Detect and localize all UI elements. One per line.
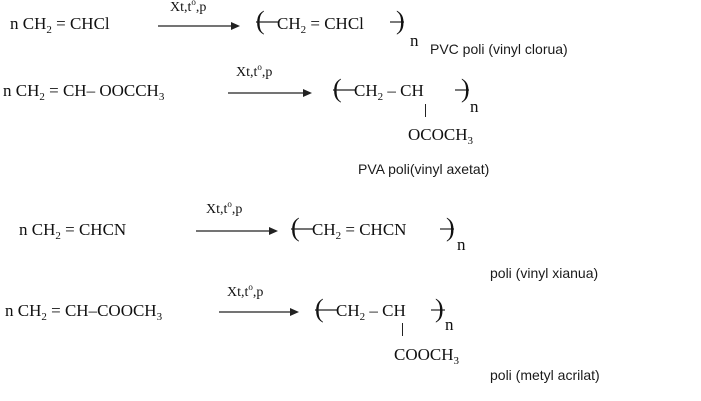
- polymer-name-metyl-acrilat: poli (metyl acrilat): [490, 367, 600, 383]
- reaction-condition: Xt,to,p: [227, 282, 264, 300]
- reactant-vinyl-acetate: n CH2 = CH– OOCCH3: [3, 81, 165, 103]
- degree-n-subscript: n: [445, 315, 454, 334]
- reactant-acrylonitrile: n CH2 = CHCN: [19, 220, 127, 242]
- bond-line-right: [440, 228, 454, 230]
- close-bracket: ): [461, 74, 470, 103]
- close-bracket: ): [396, 6, 405, 35]
- open-bracket: (: [256, 6, 265, 35]
- degree-n-subscript: n: [457, 235, 466, 254]
- product-vinyl-acetate: CH2 – CH: [354, 81, 424, 103]
- bond-line-right: [390, 21, 404, 23]
- reaction-arrow: [228, 89, 312, 97]
- substituent-bond: [425, 104, 426, 117]
- reactant-methyl-acrylate: n CH2 = CH–COOCH3: [5, 301, 163, 323]
- polymer-name-vinyl-xianua: poli (vinyl xianua): [490, 265, 599, 281]
- substituent-bond: [402, 323, 403, 336]
- open-bracket: (: [315, 294, 324, 323]
- close-bracket: ): [446, 213, 455, 242]
- degree-n-subscript: n: [410, 31, 419, 50]
- product-vinyl-chloride: CH2 = CHCl: [277, 14, 364, 36]
- open-bracket: (: [291, 213, 300, 242]
- reaction-arrow: [196, 227, 278, 235]
- bond-line-right: [431, 309, 445, 311]
- bond-line-left: [315, 309, 337, 311]
- reaction-condition: Xt,to,p: [236, 62, 273, 80]
- reaction-condition: Xt,to,p: [170, 0, 207, 15]
- bond-line-left: [256, 21, 278, 23]
- reactant-vinyl-chloride: n CH2 = CHCl: [10, 14, 110, 36]
- reaction-condition: Xt,to,p: [206, 199, 243, 217]
- close-bracket: ): [435, 294, 444, 323]
- product-methyl-acrylate: CH2 – CH: [336, 301, 406, 323]
- degree-n-subscript: n: [470, 97, 479, 116]
- open-bracket: (: [333, 74, 342, 103]
- polymer-name-pvc: PVC poli (vinyl clorua): [430, 41, 568, 57]
- product-acrylonitrile: CH2 = CHCN: [312, 220, 407, 242]
- reaction-arrow: [158, 22, 240, 30]
- bond-line-left: [333, 89, 355, 91]
- polymer-name-pva: PVA poli(vinyl axetat): [358, 161, 490, 177]
- substituent-ococh3: OCOCH3: [408, 125, 474, 147]
- reaction-arrow: [219, 308, 299, 316]
- bond-line-left: [291, 228, 313, 230]
- bond-line-right: [455, 89, 469, 91]
- substituent-cooch3: COOCH3: [394, 345, 460, 367]
